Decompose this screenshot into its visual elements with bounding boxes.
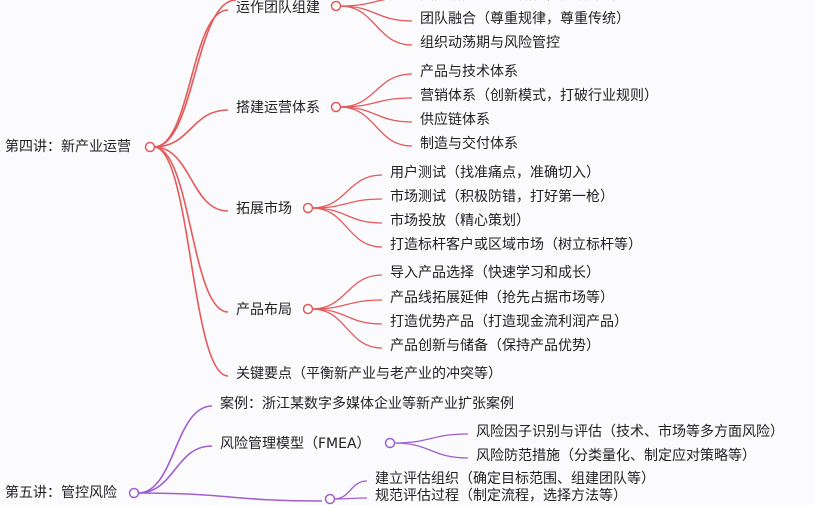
connector-line (339, 5, 413, 46)
leaf-node[interactable]: 制造与交付体系 (420, 136, 518, 152)
connector-line (153, 146, 229, 313)
collapse-toggle-icon[interactable] (302, 303, 314, 315)
leaf-node[interactable]: 团队融合（尊重规律，尊重传统） (420, 11, 630, 27)
connector-line (311, 308, 383, 349)
leaf-node[interactable]: 规范评估过程（制定流程，选择方法等） (375, 488, 627, 504)
collapse-toggle-icon[interactable] (330, 0, 342, 12)
connector-line (137, 405, 213, 494)
branch-node[interactable]: 关键要点（平衡新产业与老产业的冲突等） (236, 366, 502, 382)
connector-line (311, 274, 383, 310)
leaf-node[interactable]: 产品与技术体系 (420, 64, 518, 80)
connector-line (311, 207, 383, 224)
connector-line (339, 73, 413, 108)
connector-line (137, 445, 213, 494)
collapse-toggle-icon[interactable] (330, 101, 342, 113)
connector-line (339, 5, 413, 22)
branch-node[interactable]: 运作团队组建 (236, 0, 320, 16)
branch-node[interactable]: 产品布局 (236, 302, 292, 318)
leaf-node[interactable]: 产品线拓展延伸（抢先占据市场等） (390, 290, 614, 306)
connector-line (137, 492, 323, 502)
collapse-toggle-icon[interactable] (324, 493, 336, 505)
leaf-node[interactable]: 市场投放（精心策划） (390, 213, 530, 229)
connector-line (339, 0, 386, 7)
leaf-node[interactable]: 组织动荡期与风险管控 (420, 35, 560, 51)
connector-line (311, 174, 383, 209)
leaf-node[interactable]: 团队搭建（提前储备，内培外引） (420, 0, 630, 4)
connector-line (311, 207, 383, 248)
branch-node[interactable]: 拓展市场 (236, 201, 292, 217)
connector-line (333, 497, 368, 500)
leaf-node[interactable]: 建立评估组织（确定目标范围、组建团队等） (375, 471, 655, 487)
leaf-node[interactable]: 供应链体系 (420, 112, 490, 128)
collapse-toggle-icon[interactable] (302, 202, 314, 214)
collapse-toggle-icon[interactable] (384, 437, 396, 449)
connector-line (153, 109, 229, 148)
connector-line (339, 106, 413, 123)
leaf-node[interactable]: 产品创新与储备（保持产品优势） (390, 338, 600, 354)
connector-line (339, 106, 413, 147)
connector-line (153, 146, 229, 377)
leaf-node[interactable]: 导入产品选择（快速学习和成长） (390, 265, 600, 281)
leaf-node[interactable]: 风险防范措施（分类量化、制定应对策略等） (476, 448, 756, 464)
connector-line (153, 9, 229, 148)
leaf-node[interactable]: 打造优势产品（打造现金流利润产品） (390, 314, 628, 330)
lecture5-root-node[interactable]: 第五讲：管控风险 (5, 485, 117, 501)
branch-node[interactable]: 风险管理模型（FMEA） (220, 436, 371, 452)
lecture4-root-node[interactable]: 第四讲：新产业运营 (5, 139, 131, 155)
leaf-node[interactable]: 营销体系（创新模式，打破行业规则） (420, 88, 658, 104)
leaf-node[interactable]: 打造标杆客户或区域市场（树立标杆等） (390, 237, 642, 253)
connector-line (393, 433, 469, 444)
collapse-toggle-icon[interactable] (144, 141, 156, 153)
collapse-toggle-icon[interactable] (128, 487, 140, 499)
branch-node[interactable]: 案例：浙江某数字多媒体企业等新产业扩张案例 (220, 396, 514, 412)
connector-line (311, 308, 383, 325)
connector-line (153, 146, 229, 212)
connector-line (393, 442, 469, 459)
branch-node[interactable]: 搭建运营体系 (236, 100, 320, 116)
connector-line (333, 480, 368, 500)
leaf-node[interactable]: 风险因子识别与评估（技术、市场等多方面风险） (476, 424, 784, 440)
connector-line (153, 0, 237, 148)
leaf-node[interactable]: 用户测试（找准痛点，准确切入） (390, 165, 600, 181)
leaf-node[interactable]: 市场测试（积极防错，打好第一枪） (390, 189, 614, 205)
